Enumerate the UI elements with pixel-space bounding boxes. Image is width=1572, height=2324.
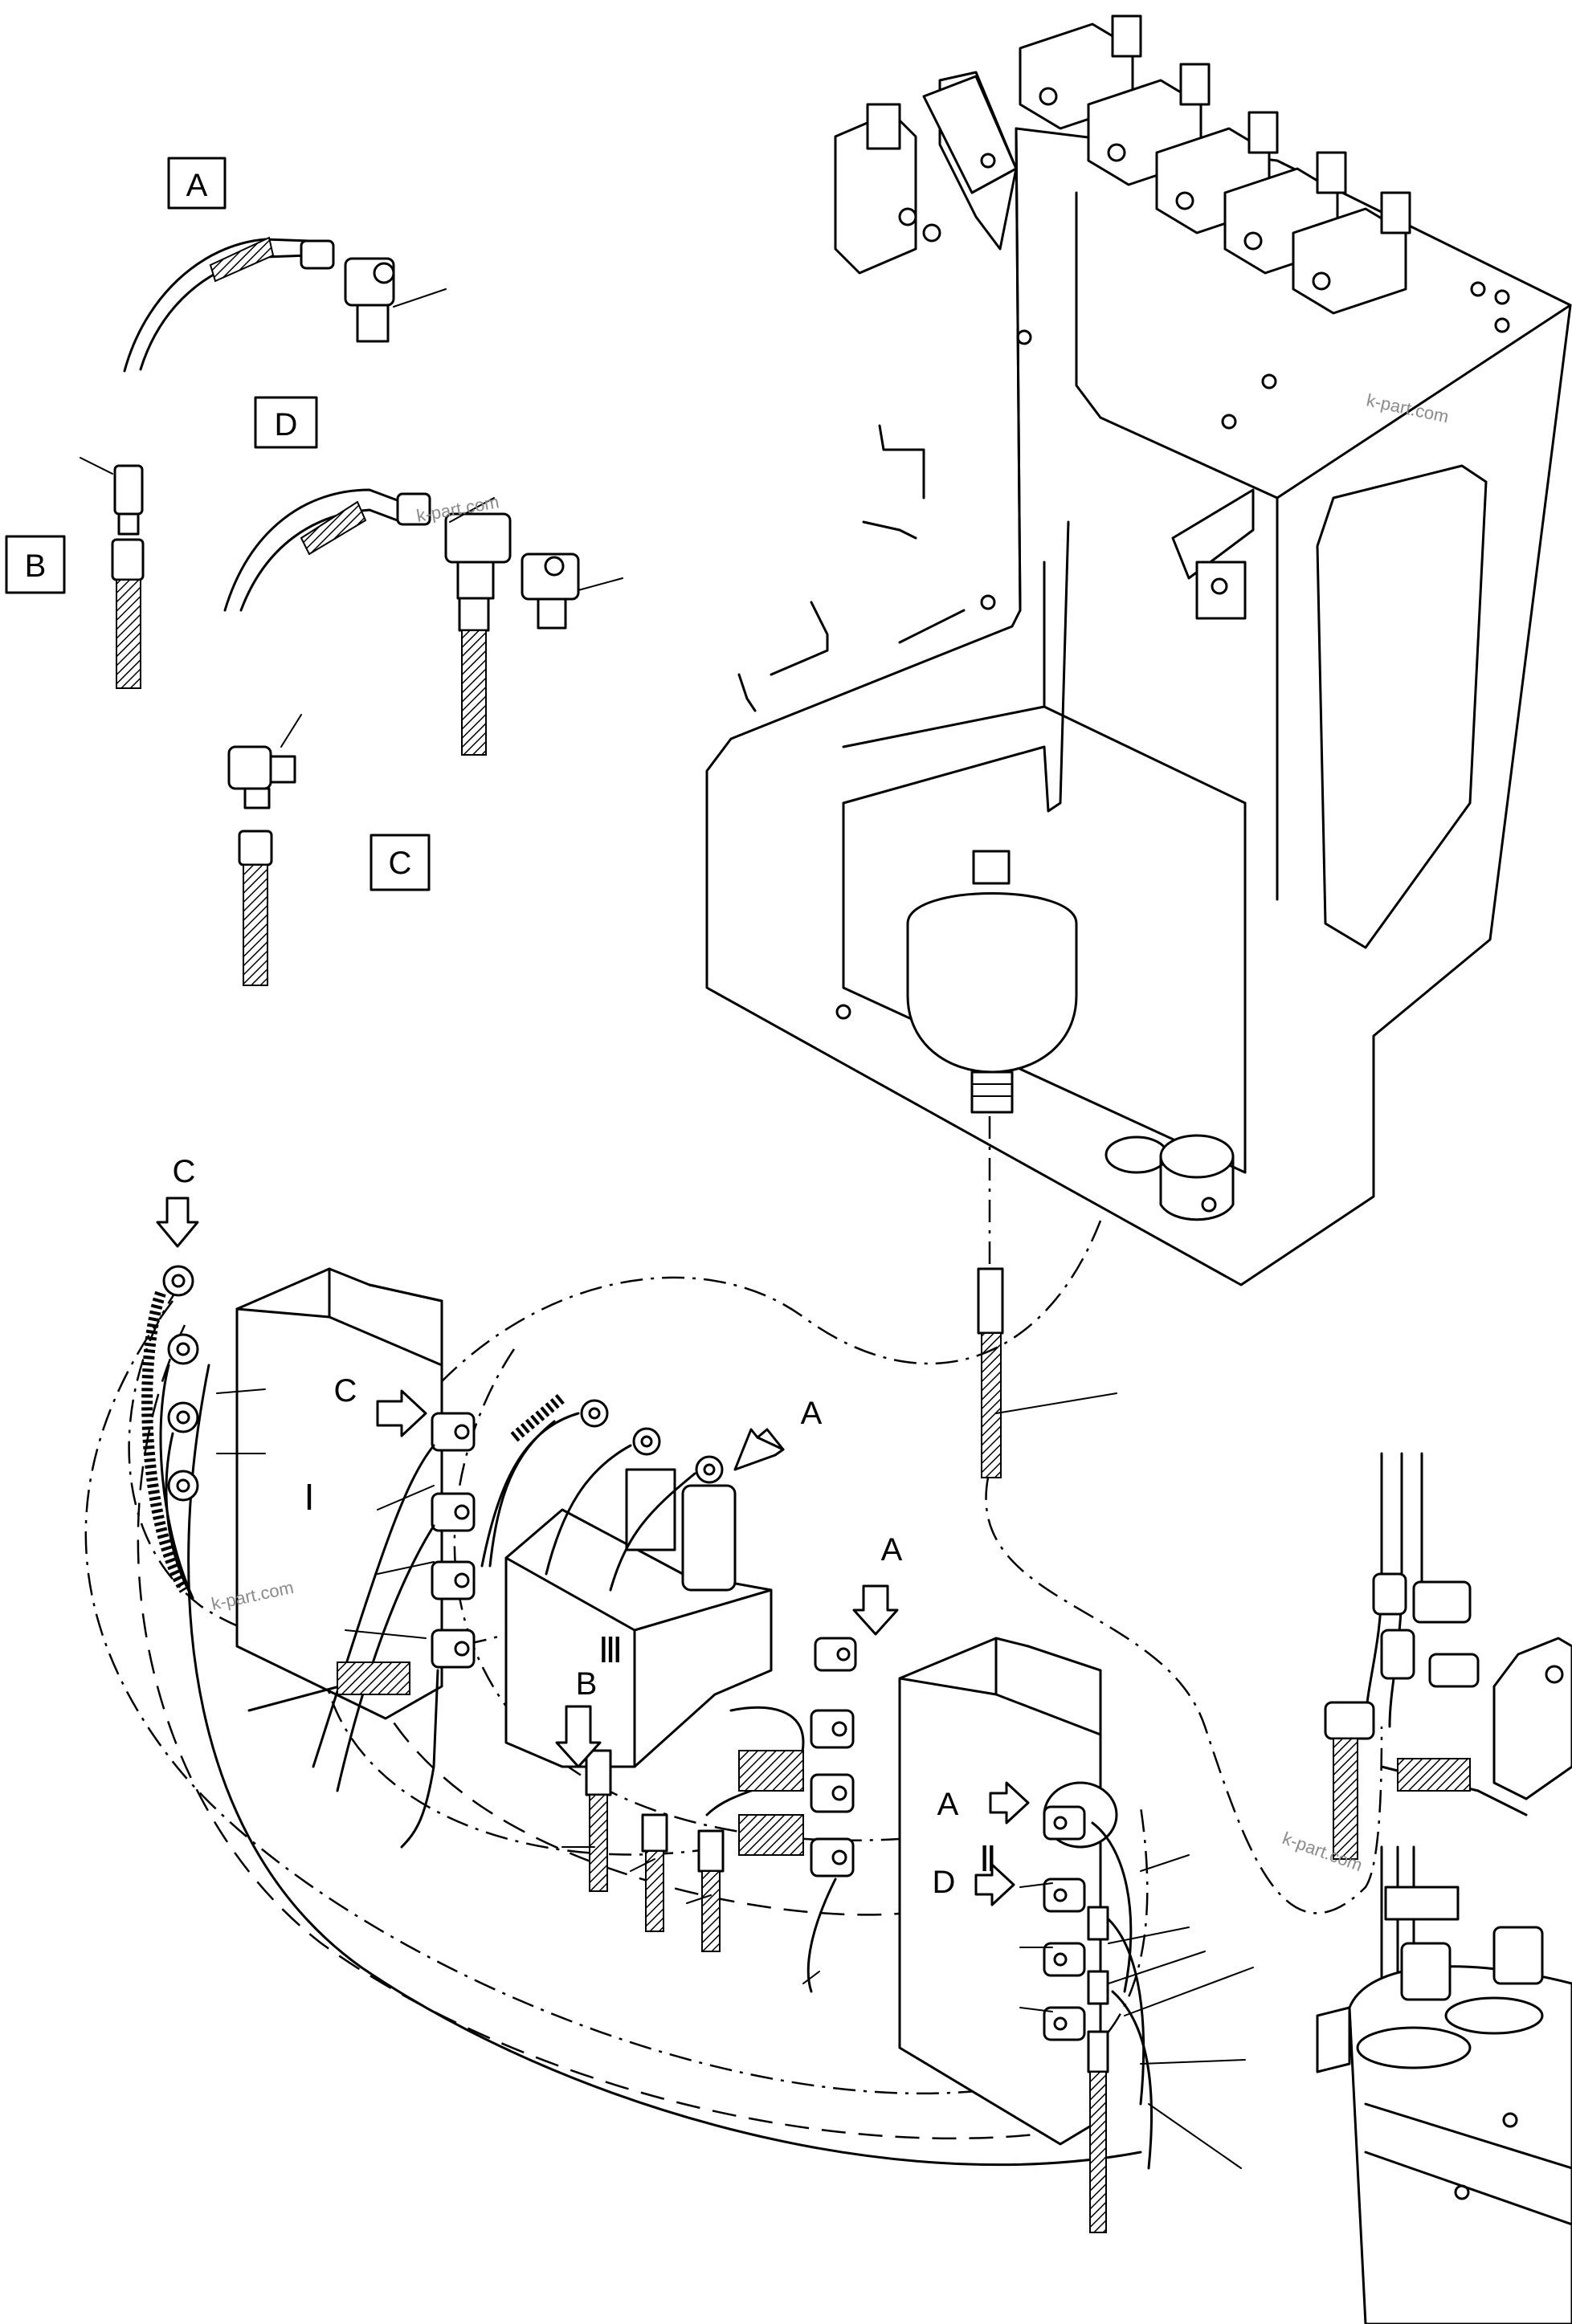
arrow-c-mid: C [334, 1373, 427, 1437]
detail-c: C [227, 714, 431, 986]
arrow-b: B [555, 1666, 602, 1768]
arrow-a-upper: A [733, 1396, 823, 1471]
detail-c-frame [370, 834, 431, 891]
side-solenoid [834, 103, 941, 275]
arrow-a-right: A [937, 1781, 1030, 1825]
frame-top-flange [922, 75, 1018, 194]
valve-frame [705, 71, 1572, 1286]
detail-a-frame [167, 157, 227, 210]
arrow-c-top: C [156, 1154, 199, 1248]
pump-valve-body [1492, 1637, 1572, 1800]
detail-b-hose [116, 579, 141, 689]
valve-block-1-label: Ⅰ [304, 1478, 315, 1518]
accumulator-body [906, 892, 1078, 1074]
arrow-c-top-label: C [173, 1154, 196, 1189]
arrow-d-right: D [933, 1863, 1015, 1906]
valve-block-1: Ⅰ [141, 1265, 476, 1849]
detail-a: A [123, 157, 447, 373]
accumulator-hose [977, 1116, 1117, 1478]
accumulator [906, 850, 1078, 1114]
detail-d-label: D [275, 407, 298, 442]
valve-block-2: Ⅱ [898, 1637, 1254, 2233]
valve-block-3: Ⅲ [480, 1392, 857, 1993]
detail-c-fitting [227, 745, 272, 790]
solenoid-valve-5 [1292, 191, 1411, 315]
valve-block-3-solenoid [681, 1484, 737, 1592]
frame-cutout [1316, 464, 1488, 949]
detail-b-coupling [113, 464, 144, 516]
detail-d-fitting [521, 552, 580, 601]
detail-b-frame [5, 535, 66, 594]
frame-body [705, 127, 1572, 1286]
detail-c-hose [243, 864, 268, 986]
detail-d-hose [223, 488, 403, 612]
arrow-c-mid-label: C [334, 1373, 357, 1409]
detail-c-label: C [389, 846, 412, 881]
detail-d-frame [254, 396, 318, 449]
detail-d-tee [444, 512, 512, 564]
arrow-a-lower: A [852, 1532, 903, 1636]
arrow-a-lower-label: A [881, 1532, 903, 1568]
detail-a-nut [300, 239, 335, 270]
detail-b: B [5, 457, 145, 689]
valve-block-1-fittings-left [141, 1265, 199, 1600]
valve-block-3-label: Ⅲ [598, 1631, 623, 1670]
detail-d: D [223, 396, 623, 756]
pump-assembly [1316, 1452, 1572, 2324]
detail-b-label: B [25, 548, 47, 584]
arrow-d-right-label: D [933, 1865, 956, 1900]
arrow-a-right-label: A [937, 1787, 959, 1822]
solenoid-valve-bank [834, 14, 1411, 315]
arrow-a-upper-label: A [801, 1396, 823, 1431]
valve-block-1-fittings-right [247, 1412, 476, 1849]
arrow-b-label: B [576, 1666, 598, 1702]
detail-a-label: A [186, 168, 208, 203]
frame-port [1159, 1134, 1235, 1179]
